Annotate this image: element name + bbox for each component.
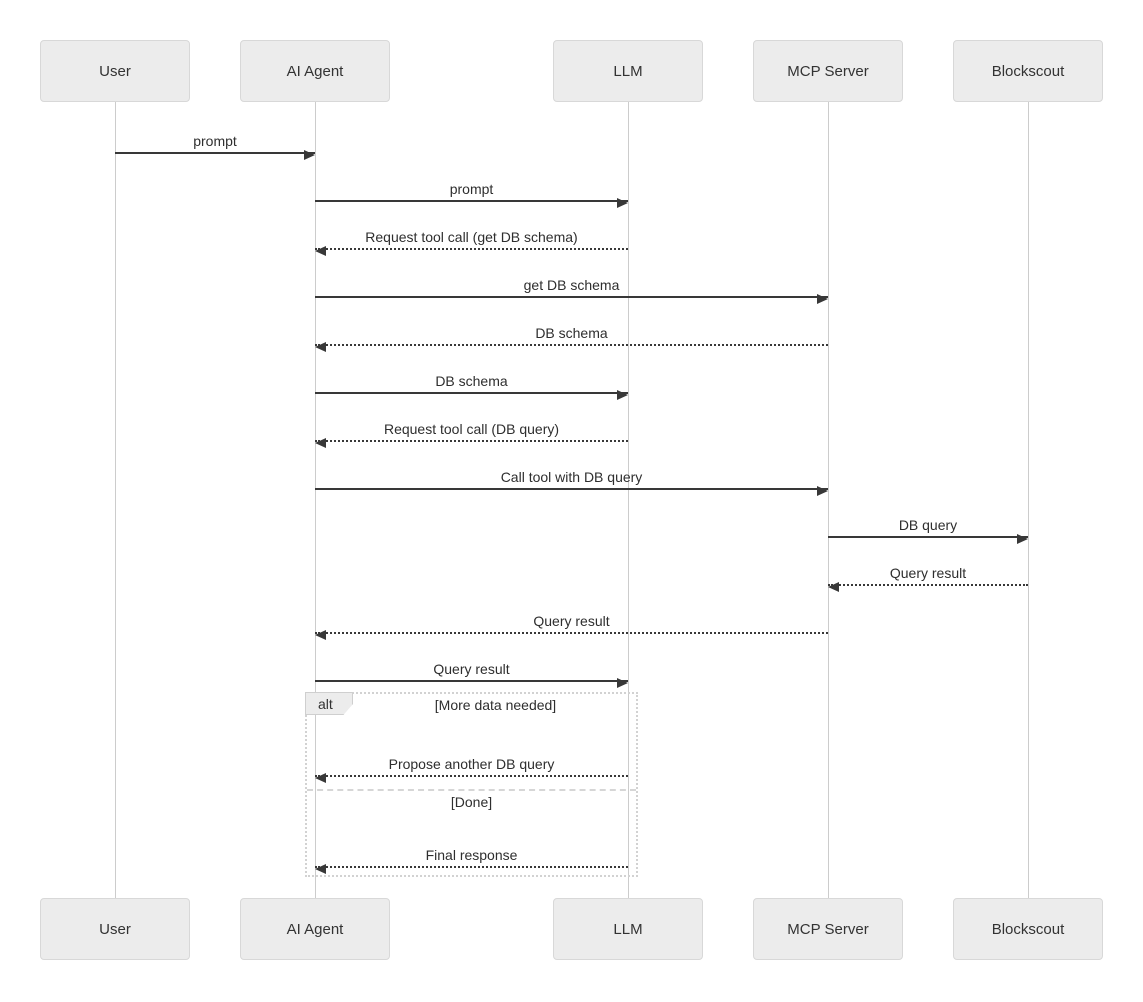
arrow-solid-right-icon xyxy=(115,150,315,160)
message-label: prompt xyxy=(193,133,237,149)
actor-label: User xyxy=(99,62,131,80)
message-label: Request tool call (get DB schema) xyxy=(365,229,578,245)
message-query-result-to-ai-agent: Query result xyxy=(315,612,828,640)
actor-user-bottom: User xyxy=(40,898,190,960)
message-get-db-schema: get DB schema xyxy=(315,276,828,304)
actor-label: MCP Server xyxy=(787,920,869,938)
message-label: Call tool with DB query xyxy=(500,469,643,485)
message-query-result-to-llm: Query result xyxy=(315,660,628,688)
lifeline-user xyxy=(114,102,116,898)
message-call-tool-with-db-query: Call tool with DB query xyxy=(315,468,828,496)
actor-llm-top: LLM xyxy=(553,40,703,102)
arrow-dashed-left-icon xyxy=(315,246,628,256)
message-label: Propose another DB query xyxy=(388,756,555,772)
actor-ai-agent-top: AI Agent xyxy=(240,40,390,102)
arrow-dashed-left-icon xyxy=(315,773,628,783)
actor-label: AI Agent xyxy=(286,920,344,938)
arrow-solid-right-icon xyxy=(828,534,1028,544)
actor-user-top: User xyxy=(40,40,190,102)
message-label: prompt xyxy=(449,181,494,197)
message-query-result-from-blockscout: Query result xyxy=(828,564,1028,592)
alt-section-divider xyxy=(307,789,636,791)
message-prompt-user-to-ai-agent: prompt xyxy=(115,132,315,160)
arrow-solid-right-icon xyxy=(315,678,628,688)
message-db-schema-return: DB schema xyxy=(315,324,828,352)
message-label: DB schema xyxy=(535,325,608,341)
message-label: DB schema xyxy=(435,373,508,389)
actor-label: Blockscout xyxy=(991,62,1065,80)
arrow-dashed-left-icon xyxy=(315,438,628,448)
message-label: Request tool call (DB query) xyxy=(383,421,560,437)
actor-label: User xyxy=(99,920,131,938)
message-final-response: Final response xyxy=(315,846,628,874)
alt-label-tab: alt xyxy=(305,692,353,715)
message-label: DB query xyxy=(898,517,958,533)
actor-blockscout-top: Blockscout xyxy=(953,40,1103,102)
actor-label: MCP Server xyxy=(787,62,869,80)
arrow-solid-right-icon xyxy=(315,294,828,304)
message-request-tool-call-db-query: Request tool call (DB query) xyxy=(315,420,628,448)
actor-label: LLM xyxy=(613,62,643,80)
message-propose-another-db-query: Propose another DB query xyxy=(315,755,628,783)
message-label: Query result xyxy=(433,661,510,677)
lifeline-ai-agent xyxy=(314,102,316,898)
actor-mcp-server-bottom: MCP Server xyxy=(753,898,903,960)
message-db-query-to-blockscout: DB query xyxy=(828,516,1028,544)
alt-frame: alt [More data needed] [Done] xyxy=(305,692,638,877)
actor-label: LLM xyxy=(613,920,643,938)
alt-condition-more-data-needed: [More data needed] xyxy=(434,697,557,713)
actor-ai-agent-bottom: AI Agent xyxy=(240,898,390,960)
message-label: Query result xyxy=(533,613,610,629)
arrow-dashed-left-icon xyxy=(315,630,828,640)
arrow-dashed-left-icon xyxy=(315,342,828,352)
actor-label: Blockscout xyxy=(991,920,1065,938)
lifeline-mcp-server xyxy=(827,102,829,898)
actor-label: AI Agent xyxy=(286,62,344,80)
alt-condition-done: [Done] xyxy=(450,794,493,810)
actor-blockscout-bottom: Blockscout xyxy=(953,898,1103,960)
lifeline-llm xyxy=(627,102,629,898)
message-label: get DB schema xyxy=(523,277,620,293)
lifeline-blockscout xyxy=(1027,102,1029,898)
message-request-tool-call-get-db-schema: Request tool call (get DB schema) xyxy=(315,228,628,256)
actor-mcp-server-top: MCP Server xyxy=(753,40,903,102)
arrow-dashed-left-icon xyxy=(315,864,628,874)
message-prompt-ai-agent-to-llm: prompt xyxy=(315,180,628,208)
arrow-solid-right-icon xyxy=(315,198,628,208)
arrow-solid-right-icon xyxy=(315,390,628,400)
message-db-schema-to-llm: DB schema xyxy=(315,372,628,400)
message-label: Query result xyxy=(889,565,967,581)
actor-llm-bottom: LLM xyxy=(553,898,703,960)
alt-label: alt xyxy=(318,695,333,712)
arrow-solid-right-icon xyxy=(315,486,828,496)
arrow-dashed-left-icon xyxy=(828,582,1028,592)
message-label: Final response xyxy=(425,847,518,863)
